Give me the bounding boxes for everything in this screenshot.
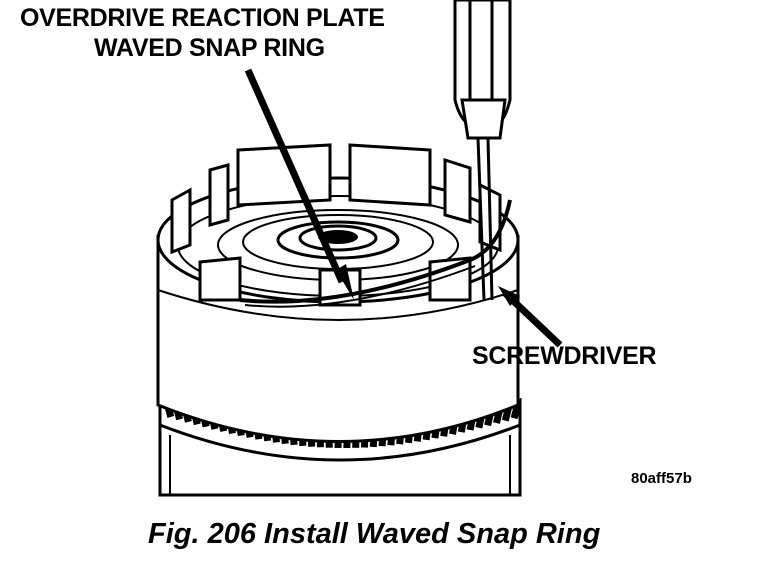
clutch-drum	[156, 143, 520, 443]
leader-arrow-snap-ring	[244, 68, 354, 300]
label-screwdriver: SCREWDRIVER	[472, 342, 657, 370]
leader-arrow-screwdriver	[498, 286, 563, 348]
label-reaction-plate-line2: WAVED SNAP RING	[94, 34, 325, 62]
figure-caption: Fig. 206 Install Waved Snap Ring	[148, 518, 601, 550]
figure-id: 80aff57b	[631, 470, 692, 487]
label-reaction-plate-line1: OVERDRIVE REACTION PLATE	[20, 4, 385, 32]
screwdriver	[453, 0, 512, 301]
